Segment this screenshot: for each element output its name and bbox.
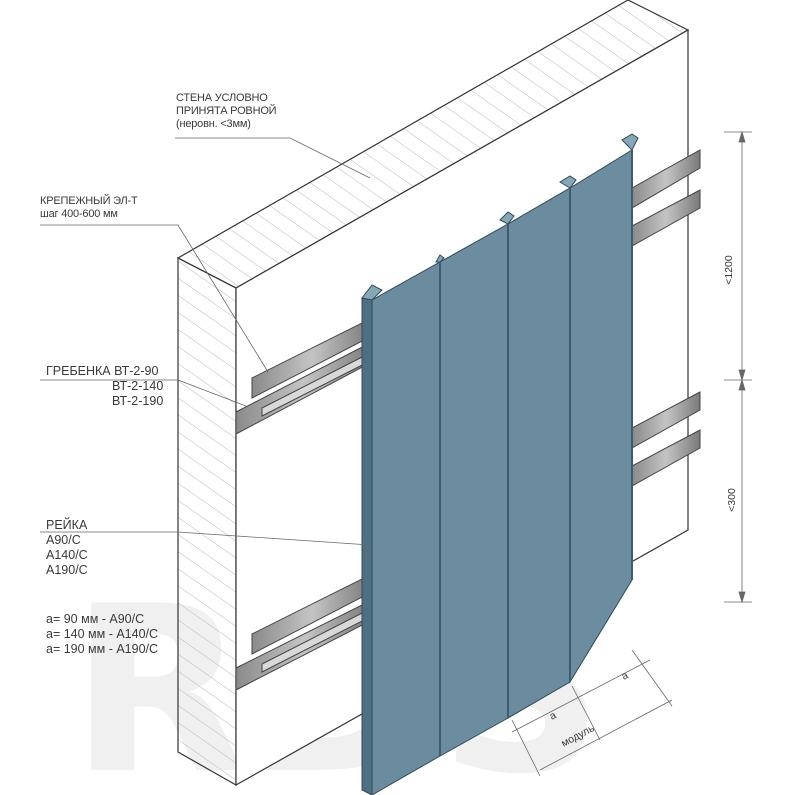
rail-title: РЕЙКА: [46, 518, 88, 532]
width-line-3: а= 190 мм - А190/С: [46, 642, 159, 656]
width-list: а= 90 мм - А90/С а= 140 мм - А140/С а= 1…: [46, 612, 158, 657]
wall-note-line2: ПРИНЯТА РОВНОЙ: [176, 105, 277, 117]
leader-rail: [40, 531, 371, 546]
comb-title: ГРЕБЕНКА ВТ-2-90: [46, 364, 159, 378]
facade-panels: [361, 133, 639, 795]
panel-1: [361, 261, 441, 795]
fastener-line2: шаг 400-600 мм: [40, 208, 118, 220]
width-line-2: а= 140 мм - А140/С: [46, 627, 159, 641]
rail-type-3: А190/С: [46, 563, 88, 577]
rail-type-2: А140/С: [46, 548, 88, 562]
wall-note-line1: СТЕНА УСЛОВНО: [176, 92, 268, 104]
wall-note: СТЕНА УСЛОВНО ПРИНЯТА РОВНОЙ (неровн. <3…: [176, 92, 277, 131]
wall-side-face: [177, 257, 237, 787]
dimension-lower: <300: [725, 488, 738, 512]
leader-wall: [175, 137, 371, 179]
panel-3: [499, 187, 571, 719]
comb-variant-1: ВТ-2-140: [112, 379, 164, 393]
comb-bracket-right-upper: [631, 149, 701, 247]
width-line-1: а= 90 мм - А90/С: [46, 612, 145, 626]
dimension-lines: [511, 130, 752, 777]
rail-label: РЕЙКА А90/С А140/С А190/С: [46, 518, 88, 578]
wall-note-line3: (неровн. <3мм): [176, 118, 251, 130]
comb-label: ГРЕБЕНКА ВТ-2-90 ВТ-2-140 ВТ-2-190: [46, 364, 163, 409]
rail-type-1: А90/С: [46, 533, 81, 547]
comb-variant-2: ВТ-2-190: [112, 394, 164, 408]
leader-comb: [40, 379, 247, 407]
fastener-line1: КРЕПЕЖНЫЙ ЭЛ-Т: [40, 195, 138, 207]
dimension-upper: <1200: [722, 255, 735, 285]
fastener-label: КРЕПЕЖНЫЙ ЭЛ-Т шаг 400-600 мм: [40, 195, 138, 221]
leader-fastener: [40, 224, 269, 373]
panel-4: [559, 133, 639, 684]
panel-2: [435, 223, 509, 757]
comb-bracket-left-lower: [235, 573, 373, 691]
comb-brackets: [235, 149, 701, 691]
leader-lines: [40, 137, 371, 546]
